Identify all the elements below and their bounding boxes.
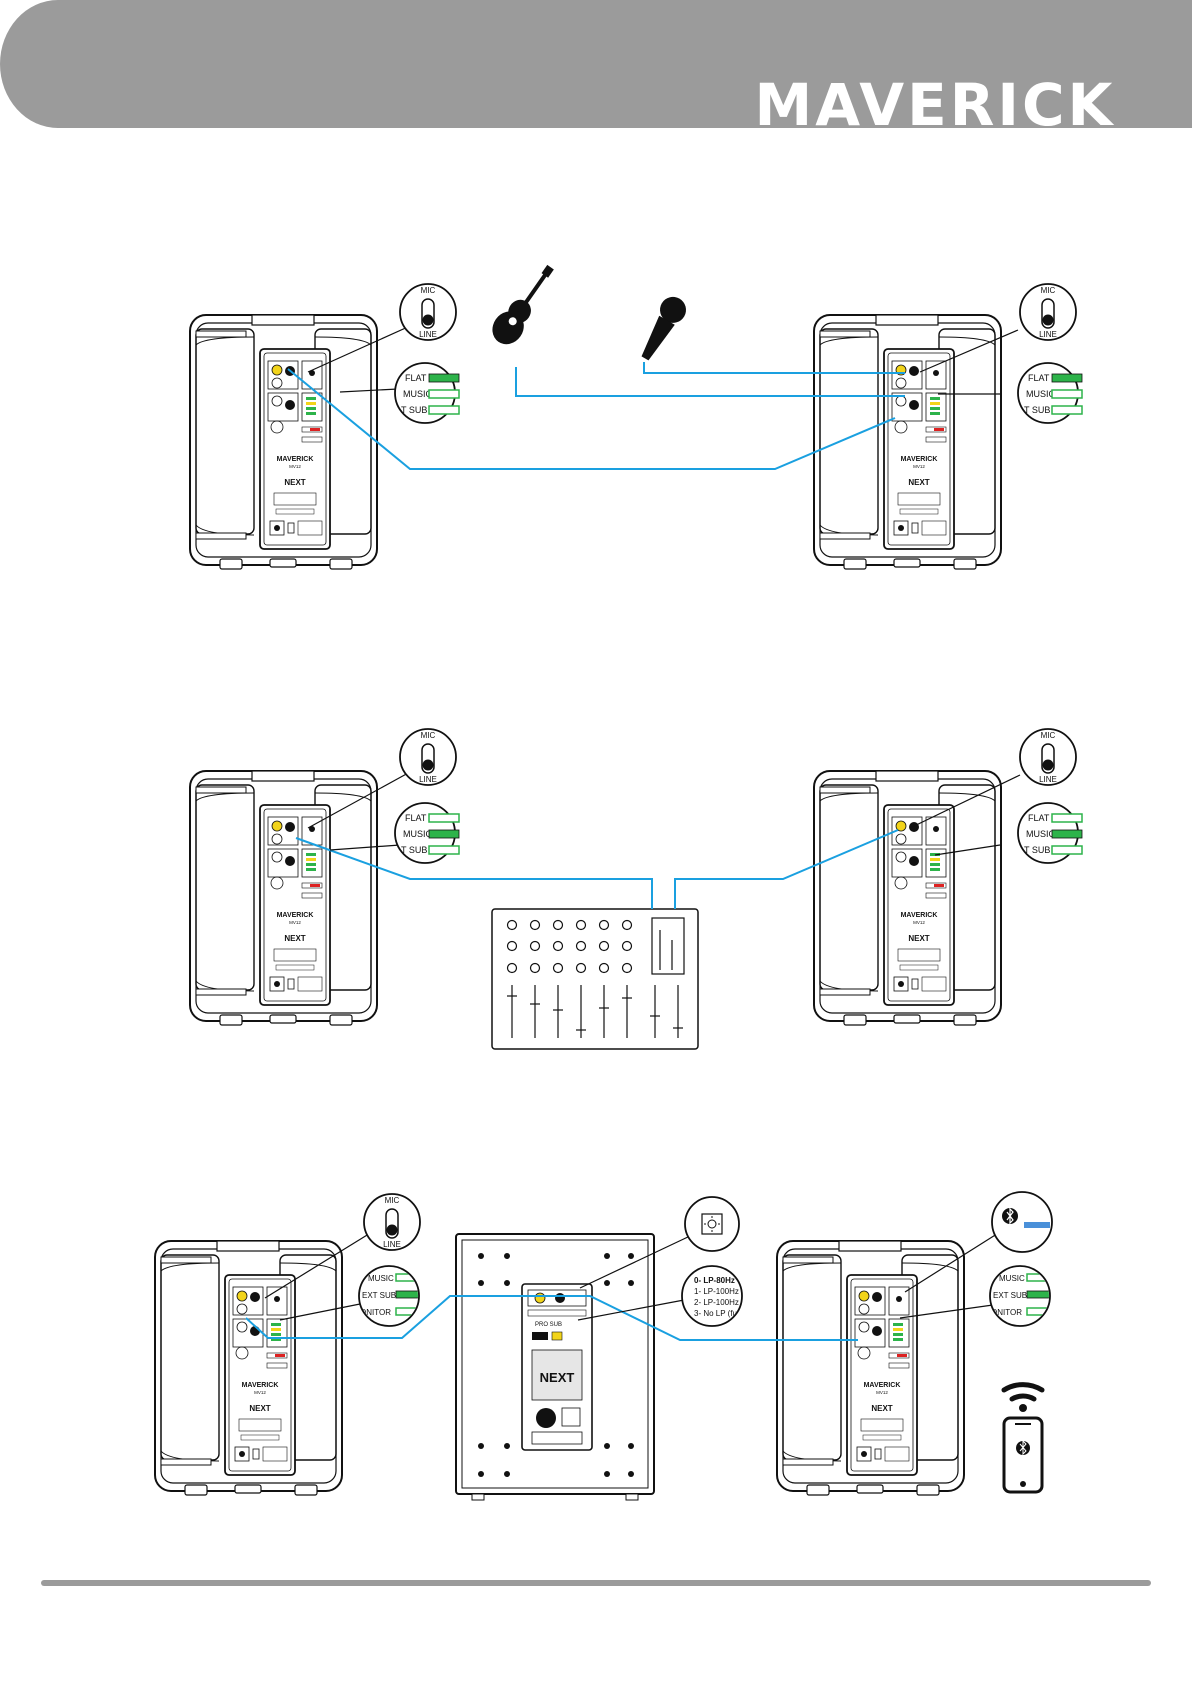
- brand-logo: MAVERICK: [755, 71, 1116, 139]
- svg-text:MUSIC: MUSIC: [403, 389, 433, 399]
- mode-badge-right: FLAT MUSIC T SUB: [1018, 363, 1082, 423]
- svg-text:2- LP-100Hz: 2- LP-100Hz: [694, 1298, 739, 1307]
- mic-line-switch-left: [400, 284, 456, 340]
- cable-lines: [288, 362, 905, 469]
- svg-text:EXT SUB: EXT SUB: [362, 1291, 396, 1300]
- svg-text:T SUB: T SUB: [401, 405, 427, 415]
- phone-icon: [1004, 1418, 1042, 1492]
- svg-text:NEXT: NEXT: [540, 1370, 575, 1385]
- svg-text:MUSIC: MUSIC: [368, 1274, 394, 1283]
- diagram-1: FLAT MUSIC T SUB FLAT MUSIC T SUB: [190, 259, 1082, 569]
- svg-text:MUSIC: MUSIC: [1026, 389, 1056, 399]
- mode-badge-left: FLAT MUSIC T SUB: [395, 803, 459, 863]
- svg-text:T SUB: T SUB: [1024, 405, 1050, 415]
- speaker-right: [777, 1241, 964, 1495]
- svg-text:MUSIC: MUSIC: [403, 829, 433, 839]
- svg-text:FLAT: FLAT: [1028, 373, 1050, 383]
- speaker-left: [190, 771, 377, 1025]
- speaker-right: [814, 315, 1001, 569]
- diagram-2: FLAT MUSIC T SUB FLAT MUSIC T SUB: [190, 729, 1082, 1049]
- subwoofer: PRO SUB NEXT: [456, 1234, 654, 1500]
- phase-icon: [685, 1197, 739, 1251]
- diagram-3: PRO SUB NEXT: [155, 1192, 1052, 1500]
- guitar-icon: [486, 259, 563, 351]
- mic-line-switch-left: [364, 1194, 420, 1250]
- speaker-right: [814, 771, 1001, 1025]
- mic-line-switch-right: [1020, 284, 1076, 340]
- mic-line-switch-right: [1020, 729, 1076, 785]
- svg-text:FLAT: FLAT: [405, 373, 427, 383]
- svg-text:1- LP-100Hz: 1- LP-100Hz: [694, 1287, 739, 1296]
- mode-badge-right: FLAT MUSIC T SUB: [1018, 803, 1082, 863]
- svg-text:EXT SUB: EXT SUB: [993, 1291, 1027, 1300]
- mode-badge-right: MUSIC EXT SUB ONITOR: [990, 1266, 1051, 1326]
- speaker-left: [155, 1241, 342, 1495]
- wifi-icon: [1004, 1385, 1042, 1412]
- svg-text:MUSIC: MUSIC: [999, 1274, 1025, 1283]
- mode-badge-left: MUSIC EXT SUB ONITOR: [359, 1266, 420, 1326]
- crossover-badge: 0- LP-80Hz 1- LP-100Hz 2- LP-100Hz 3- No…: [682, 1266, 742, 1326]
- mic-line-switch-left: [400, 729, 456, 785]
- svg-text:PRO SUB: PRO SUB: [535, 1322, 562, 1328]
- bluetooth-badge: [992, 1192, 1052, 1252]
- svg-text:T SUB: T SUB: [1024, 845, 1050, 855]
- svg-text:0- LP-80Hz: 0- LP-80Hz: [694, 1276, 735, 1285]
- svg-text:FLAT: FLAT: [405, 813, 427, 823]
- svg-text:FLAT: FLAT: [1028, 813, 1050, 823]
- svg-text:3- No LP (fu: 3- No LP (fu: [694, 1309, 737, 1318]
- mode-badge-left: FLAT MUSIC T SUB: [395, 363, 459, 423]
- svg-text:MUSIC: MUSIC: [1026, 829, 1056, 839]
- microphone-icon: [634, 292, 691, 365]
- svg-text:T SUB: T SUB: [401, 845, 427, 855]
- mixer-icon: [492, 909, 698, 1049]
